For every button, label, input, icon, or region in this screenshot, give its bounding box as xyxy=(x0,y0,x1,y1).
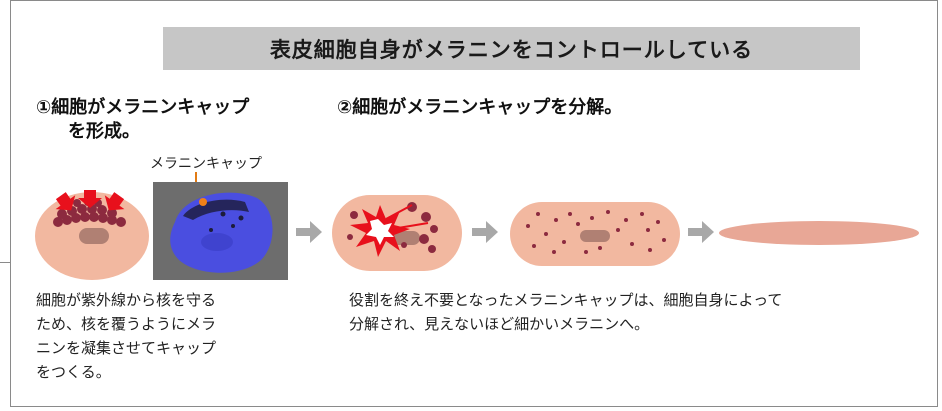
title-text: 表皮細胞自身がメラニンをコントロールしている xyxy=(269,37,754,62)
cell-flattened-icon xyxy=(719,221,919,245)
step2-description-line: 役割を終え不要となったメラニンキャップは、細胞自身によって xyxy=(349,291,783,309)
step1-description-line: ニンを凝集させてキャップ xyxy=(36,339,217,357)
cell-cap-forming-icon xyxy=(35,190,149,280)
micrograph-image xyxy=(153,182,288,280)
gray-right-arrow-icon xyxy=(688,221,714,243)
step2-description: 役割を終え不要となったメラニンキャップは、細胞自身によって 分解され、見えないほ… xyxy=(349,288,909,336)
step1-description: 細胞が紫外線から核を守る ため、核を覆うようにメラ ニンを凝集させてキャップ を… xyxy=(36,288,286,384)
melanin-cap xyxy=(53,198,126,227)
gray-right-arrow-icon xyxy=(296,221,322,243)
step1-description-line: 細胞が紫外線から核を守る xyxy=(36,291,217,309)
cell-dispersed-icon xyxy=(510,202,680,266)
melanin-fragments xyxy=(347,202,438,253)
melanin-cap-label: メラニンキャップ xyxy=(150,156,262,172)
fine-melanin-dots xyxy=(526,210,666,254)
cell-cap-breaking-icon xyxy=(332,195,462,271)
label-pointer-line xyxy=(195,172,197,200)
step2-description-line: 分解され、見えないほど細かいメラニンへ。 xyxy=(349,315,650,333)
nucleus xyxy=(79,228,109,244)
title-banner: 表皮細胞自身がメラニンをコントロールしている xyxy=(163,27,860,70)
gray-right-arrow-icon xyxy=(472,221,498,243)
nucleus xyxy=(580,230,610,242)
nucleus xyxy=(390,231,420,245)
frame-tick xyxy=(0,262,10,263)
step1-description-line: ため、核を覆うようにメラ xyxy=(36,315,217,333)
red-arrows xyxy=(55,190,125,211)
step1-description-line: をつくる。 xyxy=(36,363,111,381)
flattened-cell xyxy=(719,221,919,245)
step1-heading-line2: を形成。 xyxy=(68,121,140,142)
step2-heading: ②細胞がメラニンキャップを分解。 xyxy=(337,97,623,118)
step1-heading-line1: ①細胞がメラニンキャップ xyxy=(36,97,250,118)
burst-red-arrows xyxy=(385,204,429,230)
